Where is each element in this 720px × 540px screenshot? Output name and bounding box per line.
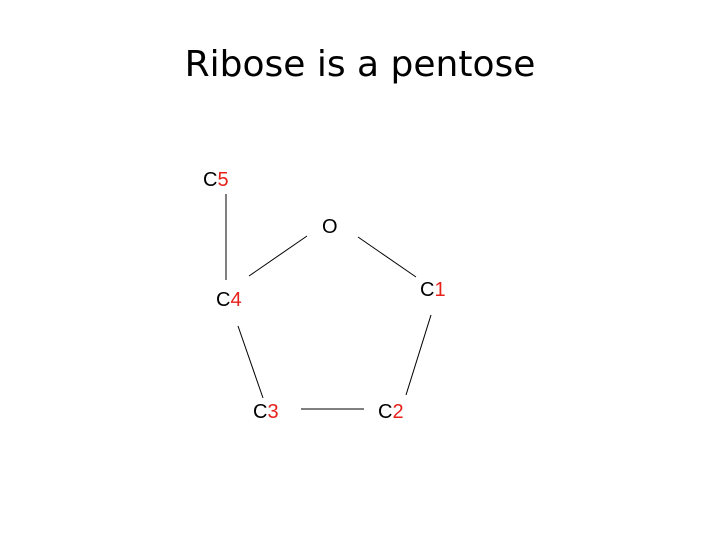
atom-c2-symbol: C — [378, 401, 393, 423]
atom-c3: C3 — [253, 402, 279, 422]
atom-c3-number: 3 — [267, 401, 279, 423]
atom-c5-symbol: C — [203, 169, 218, 191]
atom-c4: C4 — [216, 290, 242, 310]
atom-o: O — [322, 217, 338, 237]
bond-c1-c2 — [405, 314, 432, 396]
atom-c2-number: 2 — [392, 401, 404, 423]
atom-c1: C1 — [420, 280, 446, 300]
atom-c5-number: 5 — [217, 169, 229, 191]
atom-c2: C2 — [378, 402, 404, 422]
atom-c1-number: 1 — [434, 279, 446, 301]
atom-c1-symbol: C — [420, 279, 435, 301]
atom-c4-symbol: C — [216, 289, 231, 311]
bond-c4-o — [248, 235, 308, 277]
atom-c4-number: 4 — [230, 289, 242, 311]
atom-o-symbol: O — [322, 216, 338, 238]
slide-title: Ribose is a pentose — [184, 44, 536, 85]
atom-c3-symbol: C — [253, 401, 268, 423]
bond-c3-c4 — [237, 325, 264, 399]
atom-c5: C5 — [203, 170, 229, 190]
bond-o-c1 — [357, 236, 417, 278]
